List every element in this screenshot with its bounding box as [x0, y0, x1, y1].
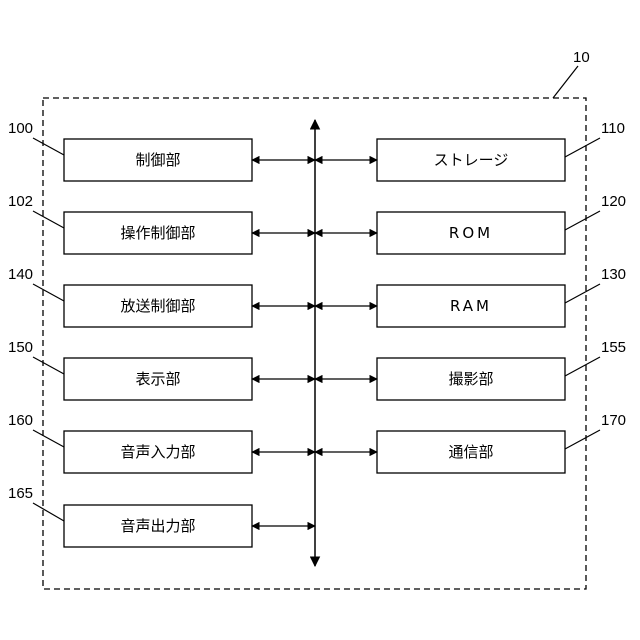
ref-leader: [33, 357, 64, 374]
ref-label: 140: [8, 266, 33, 283]
ref-label: 165: [8, 485, 33, 502]
ref-label: 130: [601, 266, 626, 283]
ref-leader: [565, 430, 600, 449]
svg-text:ストレージ: ストレージ: [434, 151, 509, 169]
svg-text:操作制御部: 操作制御部: [120, 224, 195, 242]
ref-leader: [565, 284, 600, 303]
left-block-control: 制御部: [64, 139, 252, 181]
ref-label: 150: [8, 339, 33, 356]
ref-leader: [33, 138, 64, 155]
svg-text:通信部: 通信部: [448, 443, 493, 461]
ref-leader: [565, 211, 600, 230]
ref-leader: [33, 503, 64, 521]
ref-label: 160: [8, 412, 33, 429]
ref-leader: [33, 430, 64, 447]
ref-label: 170: [601, 412, 626, 429]
ref-label: 120: [601, 193, 626, 210]
right-block-rom: ROM: [377, 212, 565, 254]
svg-text:音声入力部: 音声入力部: [120, 443, 195, 461]
ref-leader: [565, 138, 600, 157]
ref-label: 155: [601, 339, 626, 356]
ref-leader: [565, 357, 600, 376]
svg-text:ROM: ROM: [449, 224, 493, 242]
right-block-storage: ストレージ: [377, 139, 565, 181]
left-block-audio-input: 音声入力部: [64, 431, 252, 473]
device-ref-label: 10: [573, 49, 590, 66]
left-block-audio-output: 音声出力部: [64, 505, 252, 547]
svg-text:表示部: 表示部: [135, 370, 180, 388]
ref-label: 100: [8, 120, 33, 137]
left-block-display: 表示部: [64, 358, 252, 400]
ref-label: 110: [601, 120, 625, 137]
svg-text:放送制御部: 放送制御部: [120, 297, 195, 315]
device-ref-leader: [553, 66, 578, 98]
ref-leader: [33, 284, 64, 301]
svg-text:撮影部: 撮影部: [448, 370, 493, 388]
right-block-communication: 通信部: [377, 431, 565, 473]
right-block-ram: RAM: [377, 285, 565, 327]
ref-leader: [33, 211, 64, 228]
svg-text:制御部: 制御部: [135, 151, 180, 169]
svg-text:RAM: RAM: [450, 297, 492, 315]
left-block-broadcast-control: 放送制御部: [64, 285, 252, 327]
left-block-operation-control: 操作制御部: [64, 212, 252, 254]
right-block-camera: 撮影部: [377, 358, 565, 400]
ref-label: 102: [8, 193, 33, 210]
svg-text:音声出力部: 音声出力部: [120, 517, 195, 535]
